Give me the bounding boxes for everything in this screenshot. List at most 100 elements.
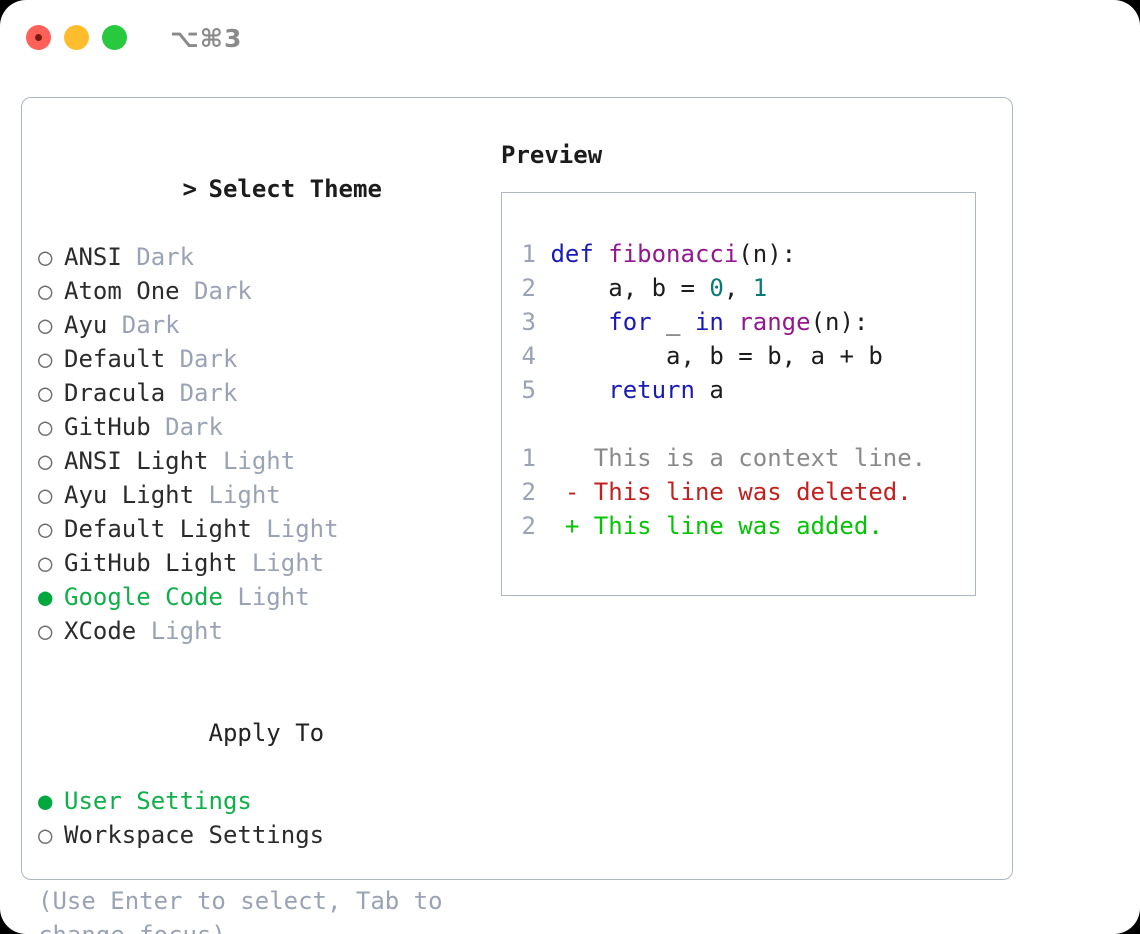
radio-selected-icon: ●	[38, 787, 53, 815]
theme-option-ayu[interactable]: ○Ayu Dark	[38, 308, 498, 342]
code-line: 5 return a	[502, 373, 975, 407]
line-number: 3	[521, 308, 536, 336]
line-number: 2	[521, 478, 536, 506]
theme-option-dracula[interactable]: ○ Dracula Dark	[38, 376, 498, 410]
theme-option-github-light[interactable]: ○GitHub Light Light	[38, 546, 498, 580]
radio-unselected-icon: ○	[38, 821, 53, 849]
section-spacer	[38, 648, 498, 682]
code-token-fn: fibonacci	[608, 240, 739, 268]
select-theme-title: Select Theme	[208, 175, 382, 203]
apply-to-heading: Apply To	[38, 682, 498, 784]
option-variant-tag: Light	[237, 549, 325, 577]
option-label: Dracula	[64, 379, 166, 407]
option-label: ANSI Light	[64, 447, 209, 475]
option-label: Default	[64, 345, 166, 373]
radio-unselected-icon: ○	[38, 311, 53, 339]
close-button[interactable]	[26, 25, 51, 50]
radio-unselected-icon: ○	[38, 617, 53, 645]
keyboard-shortcut-label: ⌥⌘3	[170, 24, 243, 53]
apply-option-workspace-settings[interactable]: ○ Workspace Settings	[38, 818, 498, 852]
option-variant-tag: Light	[136, 617, 223, 645]
theme-option-ayu-light[interactable]: ○Ayu Light Light	[38, 478, 498, 512]
radio-unselected-icon: ○	[38, 549, 53, 577]
code-line: 3 for _ in range(n):	[502, 305, 975, 339]
option-label: GitHub	[64, 413, 151, 441]
option-variant-tag: Dark	[179, 277, 252, 305]
radio-unselected-icon: ○	[38, 447, 53, 475]
radio-unselected-icon: ○	[38, 277, 53, 305]
code-text: def fibonacci(n):	[536, 240, 796, 268]
theme-option-github[interactable]: ○GitHub Dark	[38, 410, 498, 444]
code-token-kw: for	[608, 308, 652, 336]
minimize-button[interactable]	[64, 25, 89, 50]
option-variant-tag: Light	[208, 447, 296, 475]
theme-option-default[interactable]: ○ Default Dark	[38, 342, 498, 376]
apply-option-user-settings[interactable]: ● User Settings	[38, 784, 498, 818]
option-label: Workspace Settings	[64, 821, 325, 849]
line-number: 1	[521, 240, 536, 268]
diff-line-add: 2 + This line was added.	[502, 509, 975, 543]
code-token-num: 1	[752, 274, 768, 302]
maximize-button[interactable]	[102, 25, 127, 50]
code-text: for _ in range(n):	[536, 308, 868, 336]
code-token-plain: a, b =	[550, 274, 710, 302]
code-token-kw: return	[608, 376, 695, 404]
option-label: Default Light	[64, 515, 252, 543]
theme-option-ansi[interactable]: ○ANSI Dark	[38, 240, 498, 274]
option-variant-tag: Dark	[121, 243, 195, 271]
radio-selected-icon: ●	[38, 583, 53, 611]
code-token-fn: range	[738, 308, 811, 336]
code-text: a, b = 0, 1	[536, 274, 767, 302]
preview-heading: Preview	[501, 141, 603, 169]
radio-unselected-icon: ○	[38, 345, 53, 373]
line-number: 5	[521, 376, 536, 404]
diff-line-del: 2 - This line was deleted.	[502, 475, 975, 509]
radio-unselected-icon: ○	[38, 413, 53, 441]
code-token-plain	[550, 376, 608, 404]
code-token-kw: def	[550, 240, 609, 268]
option-variant-tag: Dark	[165, 345, 238, 373]
focus-caret-icon: >	[182, 175, 197, 203]
theme-option-atom-one[interactable]: ○ Atom One Dark	[38, 274, 498, 308]
code-token-plain: (n):	[810, 308, 869, 336]
code-text: return a	[536, 376, 724, 404]
line-number: 2	[521, 512, 536, 540]
code-token-plain: a, b = b, a + b	[550, 342, 883, 370]
radio-unselected-icon: ○	[38, 379, 53, 407]
preview-column: Preview 1 def fibonacci(n):2 a, b = 0, 1…	[501, 138, 1001, 596]
theme-option-google-code[interactable]: ●Google Code Light	[38, 580, 498, 614]
code-line: 1 def fibonacci(n):	[502, 237, 975, 271]
line-number: 1	[521, 444, 536, 472]
radio-unselected-icon: ○	[38, 481, 53, 509]
code-line: 2 a, b = 0, 1	[502, 271, 975, 305]
option-label: Google Code	[64, 583, 223, 611]
radio-unselected-icon: ○	[38, 243, 53, 271]
diff-spacer	[502, 407, 975, 441]
option-label: User Settings	[64, 787, 252, 815]
theme-option-ansi-light[interactable]: ○ ANSI Light Light	[38, 444, 498, 478]
code-token-plain: ,	[723, 274, 753, 302]
line-number: 2	[521, 274, 536, 302]
keyboard-hint-text: (Use Enter to select, Tab to change focu…	[38, 887, 443, 934]
option-variant-tag: Light	[251, 515, 339, 543]
select-theme-heading: > Select Theme	[38, 138, 498, 240]
option-variant-tag: Dark	[165, 379, 238, 407]
theme-option-xcode[interactable]: ○XCode Light	[38, 614, 498, 648]
option-label: Ayu Light	[64, 481, 195, 509]
option-label: Ayu	[64, 311, 108, 339]
code-text: a, b = b, a + b	[536, 342, 883, 370]
diff-text: This is a context line.	[536, 444, 927, 472]
theme-option-list: ○ANSI Dark○Atom One Dark○Ayu Dark○Defaul…	[38, 240, 498, 648]
code-line: 4 a, b = b, a + b	[502, 339, 975, 373]
theme-option-default-light[interactable]: ○Default Light Light	[38, 512, 498, 546]
code-token-plain	[550, 308, 608, 336]
traffic-lights	[26, 25, 127, 50]
line-number: 4	[521, 342, 536, 370]
option-label: Atom One	[64, 277, 180, 305]
code-token-plain	[724, 308, 738, 336]
diff-sample: 1 This is a context line. 2 - This line w…	[502, 441, 975, 543]
code-token-kw: in	[694, 308, 724, 336]
